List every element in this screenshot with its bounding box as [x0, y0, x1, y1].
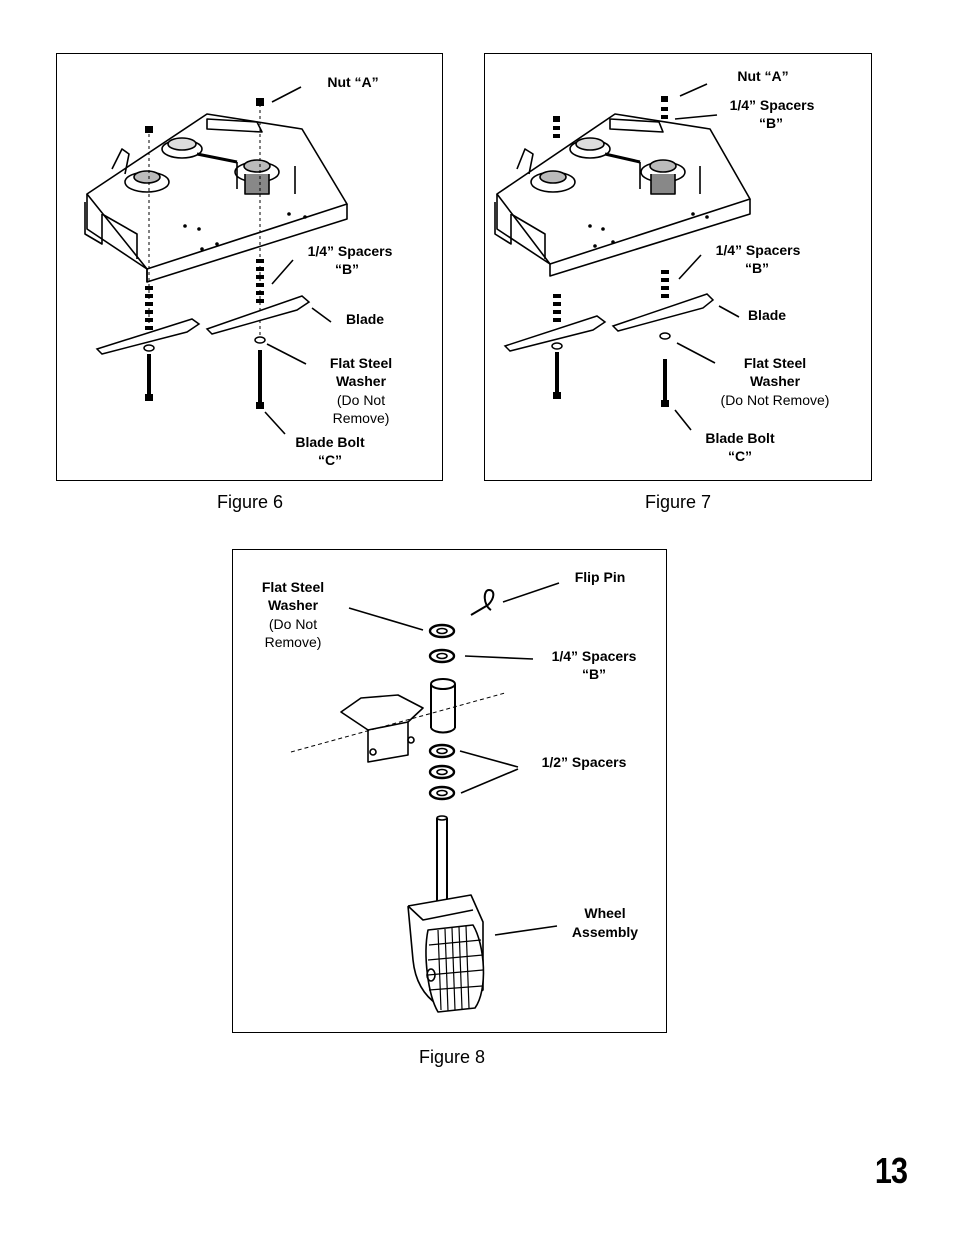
page-number: 13 — [874, 1150, 908, 1191]
fig7-washer-line1: Flat Steel — [743, 355, 807, 371]
fig8-flip-pin-label: Flip Pin — [574, 569, 626, 585]
fig6-bolt-line1: Blade Bolt — [295, 434, 365, 450]
fig8-washer-note1: (Do Not — [268, 616, 318, 632]
fig8-washer-line1: Flat Steel — [261, 579, 325, 595]
figure-8-caption: Figure 8 — [418, 1047, 486, 1067]
figure-8-box: Flat Steel Washer (Do Not Remove) Flip P… — [232, 549, 667, 1033]
fig8-wheel-line1: Wheel — [584, 905, 626, 921]
fig7-bolt-line1: Blade Bolt — [705, 430, 775, 446]
fig6-spacers-label: 1/4” Spacers — [307, 243, 393, 259]
figure-7-box: Nut “A” 1/4” Spacers “B” 1/4” Spacers “B… — [484, 53, 872, 481]
fig6-spacers-b-label: “B” — [334, 261, 360, 277]
fig6-washer-line2: Washer — [335, 373, 387, 389]
fig6-washer-line1: Flat Steel — [329, 355, 393, 371]
fig7-spacers-label: 1/4” Spacers — [715, 242, 801, 258]
fig8-spacers-b-label: “B” — [581, 666, 607, 682]
fig7-washer-line2: Washer — [749, 373, 801, 389]
fig7-spacers-b-label: “B” — [744, 260, 770, 276]
fig8-half-spacers-label: 1/2” Spacers — [541, 754, 627, 770]
fig7-top-spacers-b-label: “B” — [758, 115, 784, 131]
figure-6-box: Nut “A” 1/4” Spacers “B” Blade Flat Stee… — [56, 53, 443, 481]
fig7-nut-label: Nut “A” — [737, 68, 789, 84]
figure-7-drawing — [494, 83, 751, 431]
fig7-blade-label: Blade — [747, 307, 787, 323]
fig6-blade-label: Blade — [345, 311, 385, 327]
fig8-washer-line2: Washer — [267, 597, 319, 613]
fig7-bolt-line2: “C” — [727, 448, 753, 464]
fig8-washer-note2: Remove) — [264, 634, 322, 650]
fig7-washer-note: (Do Not Remove) — [720, 392, 830, 408]
figure-7-caption: Figure 7 — [644, 492, 712, 512]
fig8-spacers-label: 1/4” Spacers — [551, 648, 637, 664]
fig6-bolt-line2: “C” — [317, 452, 343, 468]
figure-6-drawing — [84, 86, 348, 435]
fig8-wheel-line2: Assembly — [571, 924, 639, 940]
figure-8-drawing — [290, 582, 560, 1013]
fig6-nut-label: Nut “A” — [327, 74, 379, 90]
fig6-washer-note2: Remove) — [332, 410, 390, 426]
fig7-top-spacers-label: 1/4” Spacers — [729, 97, 815, 113]
fig6-washer-note1: (Do Not — [336, 392, 386, 408]
figure-6-caption: Figure 6 — [216, 492, 284, 512]
